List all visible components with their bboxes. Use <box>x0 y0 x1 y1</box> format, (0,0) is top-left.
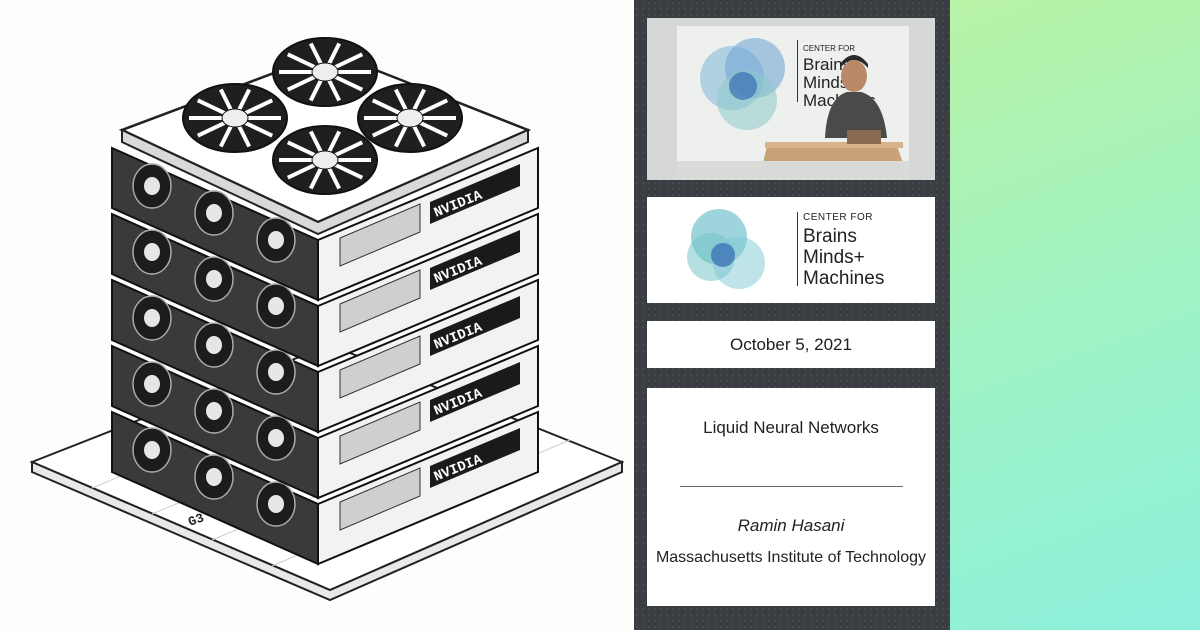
lecture-date: October 5, 2021 <box>730 334 852 354</box>
backdrop-logo-circles <box>700 38 785 130</box>
title-divider <box>680 486 903 487</box>
fan-icon <box>272 37 378 107</box>
speaker-affiliation: Massachusetts Institute of Technology <box>655 549 927 566</box>
speaker-name: Ramin Hasani <box>737 516 845 535</box>
talk-title: Liquid Neural Networks <box>703 418 879 437</box>
logo-line2: Brains <box>803 226 857 247</box>
video-frame[interactable]: CENTER FOR Brains Minds+ Machines <box>647 18 935 180</box>
cbmm-logo-card: CENTER FOR Brains Minds+ Machines <box>647 197 935 303</box>
speaker-figure <box>825 55 887 138</box>
server-unit: NVIDIA <box>111 344 539 500</box>
top-plate-edge <box>121 128 529 236</box>
lecture-panel: CENTER FOR Brains Minds+ Machines CENTER <box>634 0 950 630</box>
fan-icon <box>357 83 463 153</box>
backdrop-line1: CENTER FOR <box>803 44 855 53</box>
cbmm-logo-mark <box>687 209 765 289</box>
server-unit: NVIDIA <box>111 146 539 302</box>
server-unit: NVIDIA <box>111 278 539 434</box>
title-card: Liquid Neural Networks Ramin Hasani Mass… <box>647 388 935 606</box>
speaker-video: CENTER FOR Brains Minds+ Machines <box>647 18 935 180</box>
gradient-panel <box>950 0 1200 630</box>
logo-line3: Minds+ <box>803 247 865 268</box>
date-card: October 5, 2021 <box>647 321 935 368</box>
server-unit: NVIDIA <box>111 410 539 566</box>
floor-tile-edge <box>31 460 623 602</box>
top-fans <box>182 37 463 195</box>
laptop <box>847 130 881 144</box>
logo-divider <box>797 212 798 286</box>
fan-icon <box>272 125 378 195</box>
backdrop-line2: Brains <box>803 55 851 74</box>
logo-line1: CENTER FOR <box>803 212 873 223</box>
logo-line4: Machines <box>803 268 885 289</box>
server-unit: NVIDIA <box>111 212 539 368</box>
fan-icon <box>182 83 288 153</box>
floor-glyph: G3 <box>186 510 206 529</box>
